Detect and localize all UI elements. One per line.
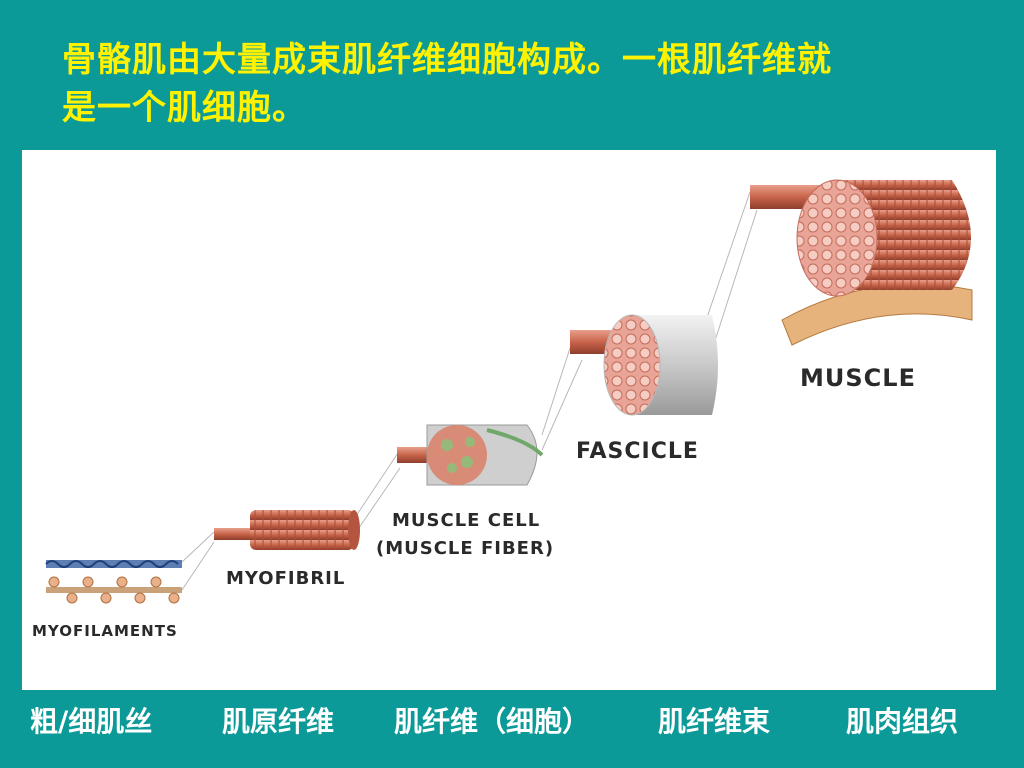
- muscle-cell-illustration: [397, 424, 544, 486]
- label-myofibril: MYOFIBRIL: [226, 568, 346, 589]
- connector-lines: [181, 191, 758, 591]
- muscle-hierarchy-illustration: [45, 179, 973, 604]
- caption-myofibril: 肌原纤维: [222, 705, 335, 738]
- label-myofilaments: MYOFILAMENTS: [32, 622, 178, 640]
- myofilaments-illustration: [45, 560, 182, 604]
- label-muscle-cell: MUSCLE CELL: [392, 510, 541, 531]
- label-fascicle: FASCICLE: [576, 439, 699, 464]
- fascicle-illustration: [570, 314, 718, 416]
- heading-text: 骨骼肌由大量成束肌纤维细胞构成。一根肌纤维就 是一个肌细胞。: [62, 36, 962, 132]
- caption-myofilaments: 粗/细肌丝: [30, 705, 153, 738]
- muscle-structure-figure: MYOFILAMENTS MYOFIBRIL MUSCLE CELL (MUSC…: [22, 150, 996, 690]
- heading-line-1: 骨骼肌由大量成束肌纤维细胞构成。一根肌纤维就: [62, 40, 832, 80]
- chinese-captions-row: 粗/细肌丝 肌原纤维 肌纤维（细胞） 肌纤维束 肌肉组织: [0, 694, 1024, 744]
- caption-muscle-tissue: 肌肉组织: [846, 705, 959, 738]
- heading-line-2: 是一个肌细胞。: [62, 88, 307, 128]
- muscle-illustration: [750, 179, 973, 346]
- caption-muscle-fiber: 肌纤维（细胞）: [394, 705, 591, 738]
- myofibril-illustration: [214, 510, 360, 550]
- label-muscle-fiber: (MUSCLE FIBER): [376, 538, 555, 559]
- label-muscle: MUSCLE: [800, 364, 916, 392]
- caption-fascicle: 肌纤维束: [658, 705, 771, 738]
